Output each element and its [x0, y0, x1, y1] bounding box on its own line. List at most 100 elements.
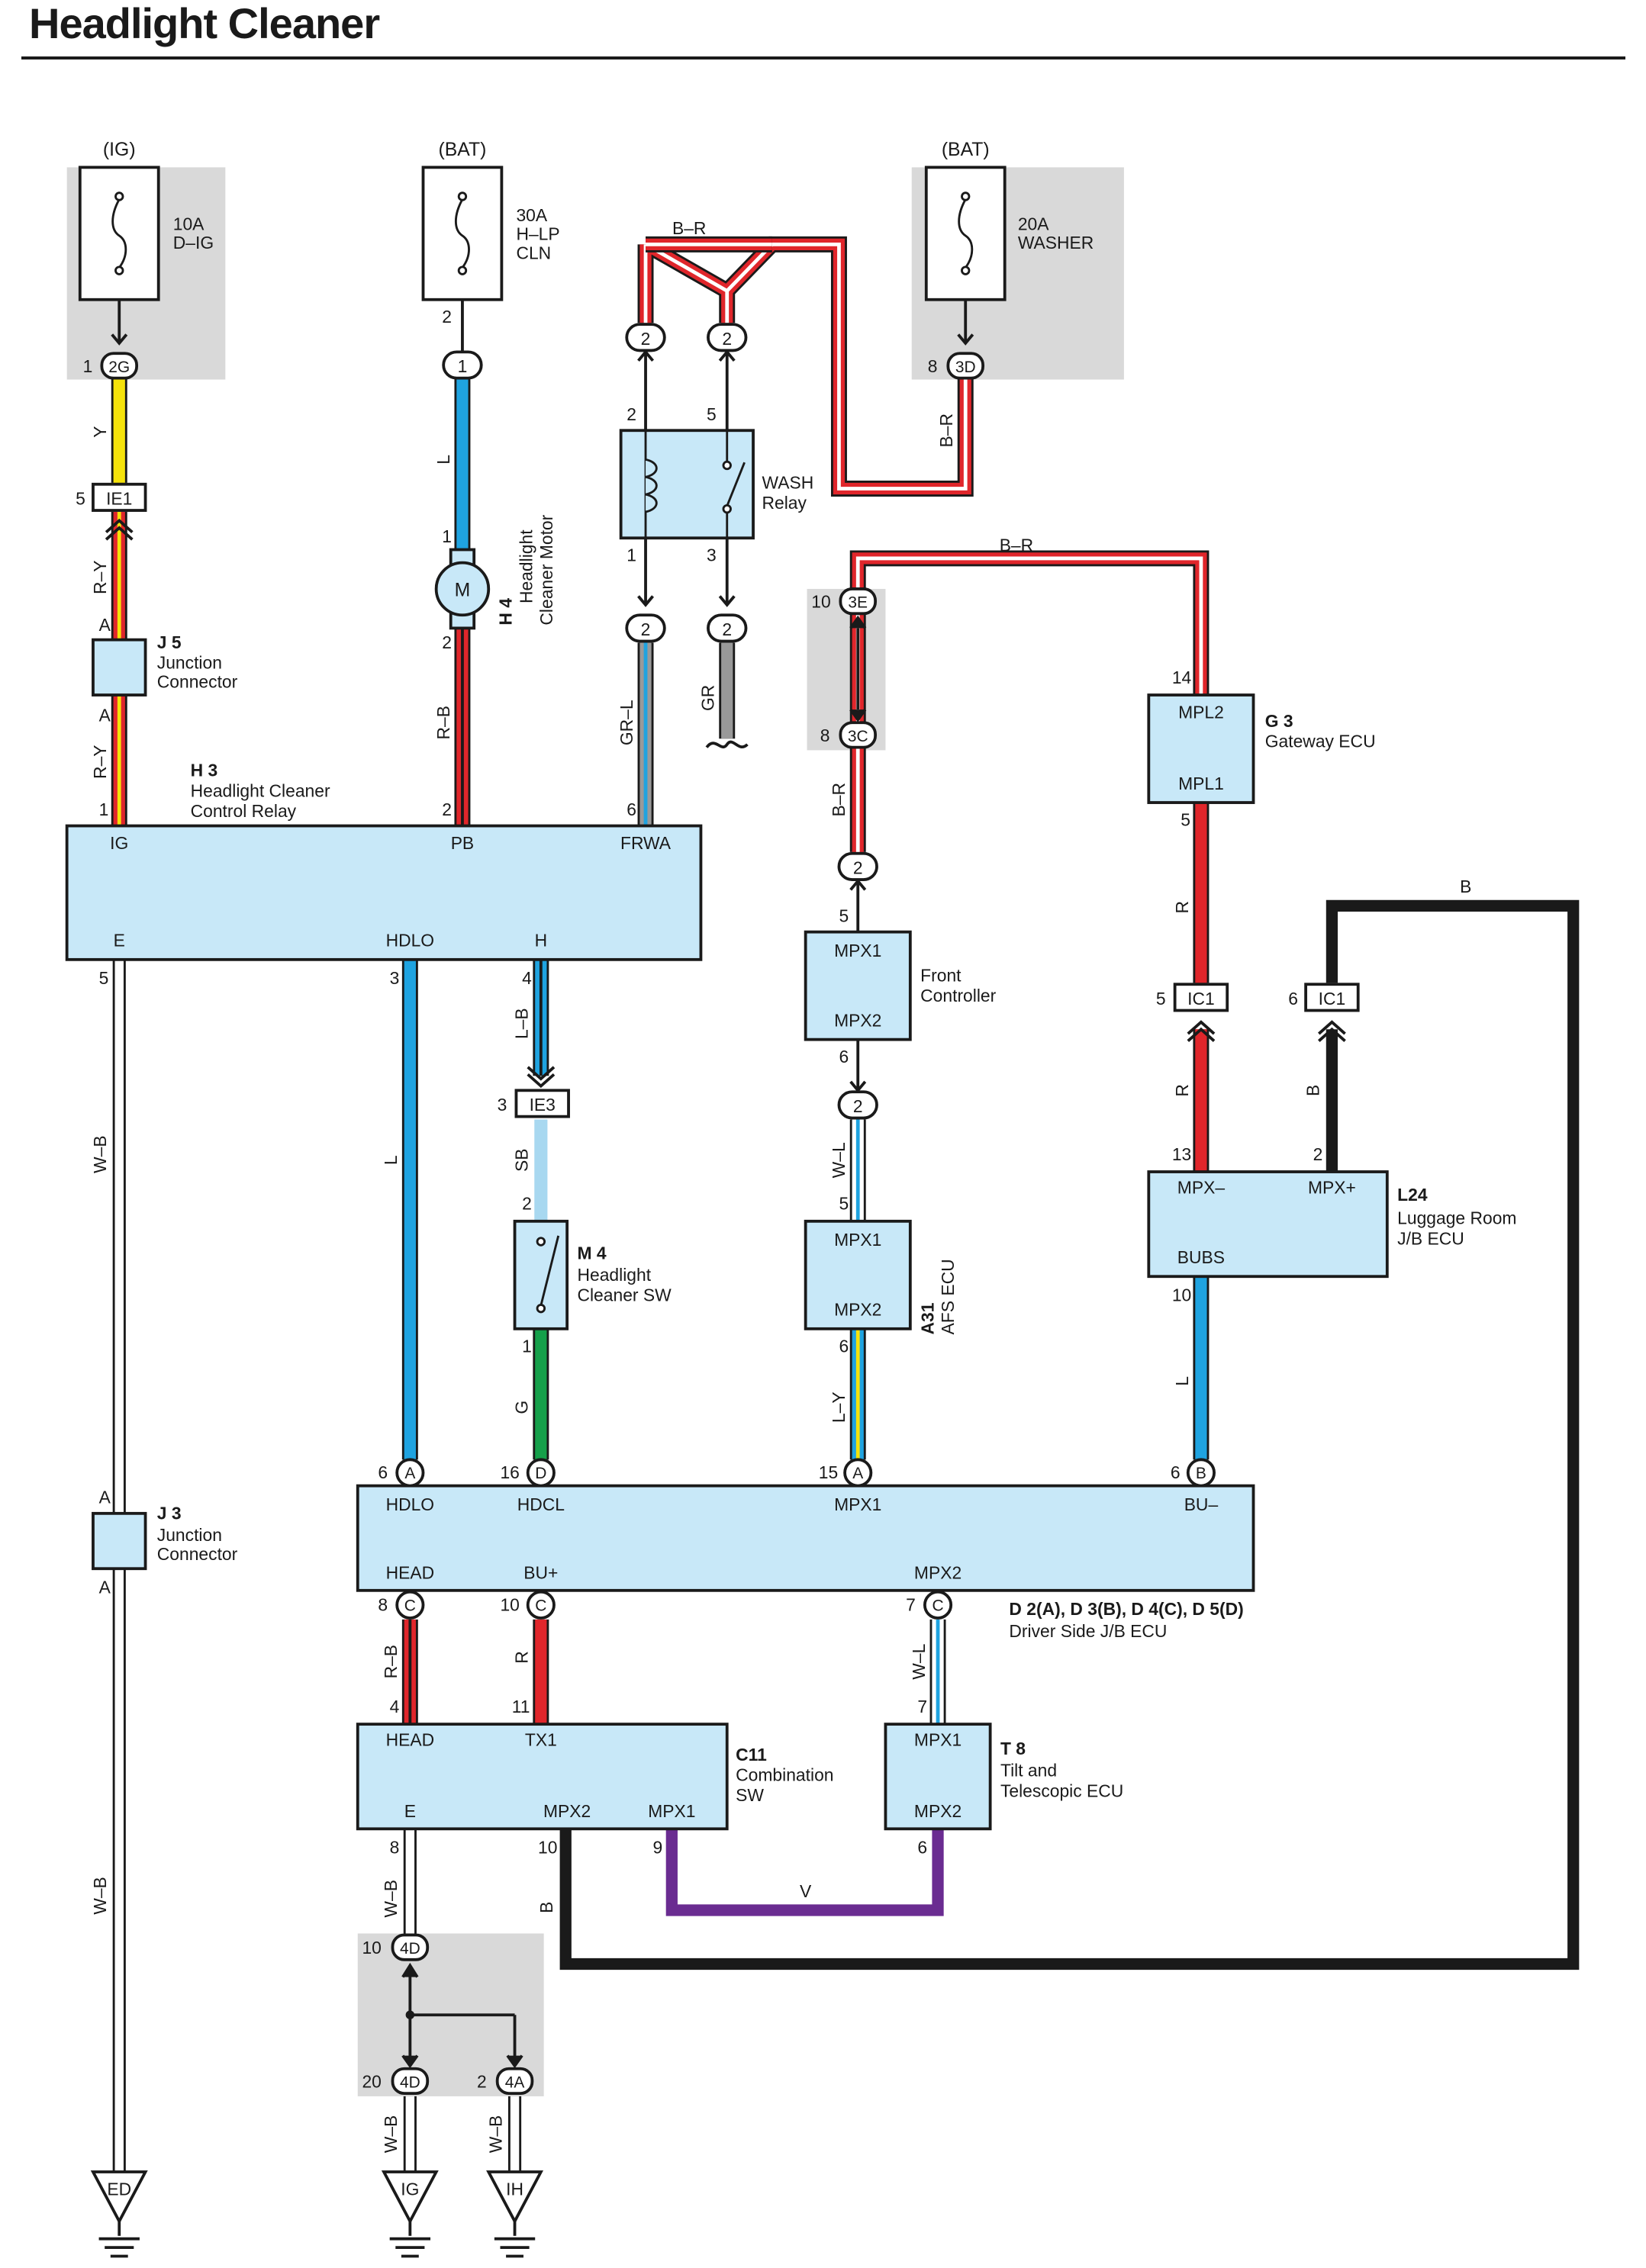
h3-id: H 3	[191, 761, 218, 780]
connector-relay-2-d	[707, 613, 748, 643]
wire-label-b-r-washer: B–R	[936, 413, 956, 447]
connector-4d-top-label: 4D	[400, 1940, 420, 1958]
d2-pin-num-6b: 6	[1171, 1462, 1181, 1482]
connector-d2-c-head-label: C	[404, 1597, 416, 1614]
front-line1: Front	[920, 965, 962, 985]
connector-d2-a-hdlo-label: A	[404, 1465, 415, 1482]
front-pin-mpx2: MPX2	[834, 1010, 881, 1030]
l24-pin-bubs: BUBS	[1177, 1247, 1225, 1267]
l24-line1: Luggage Room	[1397, 1208, 1516, 1228]
front-bottom-arrow	[849, 1080, 867, 1093]
h3-pin-pb: PB	[451, 833, 475, 853]
d2-pin-mpx2: MPX2	[914, 1563, 962, 1583]
connector-d2-a-mpx1-label: A	[852, 1465, 863, 1482]
connector-d2-c-mpx2	[923, 1590, 953, 1620]
wire-label-w-l-1: W–L	[829, 1142, 849, 1178]
j5-pin-bottom: A	[99, 705, 111, 725]
connector-d2-c-bu-label: C	[535, 1597, 546, 1614]
wire-label-b-r-gateway: B–R	[1000, 535, 1033, 555]
wire-label-l-1: L	[433, 455, 453, 465]
connector-ic1-b	[1304, 983, 1360, 1012]
motor-pin-2: 2	[442, 632, 452, 652]
d2-pin-num-15: 15	[819, 1462, 838, 1482]
m4-line2: Cleaner SW	[577, 1285, 672, 1305]
c11-line1: Combination	[736, 1765, 833, 1784]
t8-pin-num-6: 6	[917, 1838, 927, 1858]
c11-pin-num-9: 9	[653, 1838, 663, 1858]
wire-label-v: V	[800, 1881, 812, 1901]
a31-id: A31	[917, 1302, 937, 1334]
fuse-20a-name: WASHER	[1018, 233, 1094, 253]
c11-id: C11	[736, 1745, 767, 1765]
connector-3d	[946, 352, 985, 380]
connector-ic1-r	[1173, 983, 1229, 1012]
connector-front-2-top-label: 2	[853, 857, 863, 877]
h3-pin-frwa: FRWA	[620, 833, 672, 853]
front-line2: Controller	[920, 986, 996, 1005]
h4-motor-symbol: M	[455, 580, 471, 600]
t8-pin-mpx2: MPX2	[914, 1801, 962, 1821]
a31-pin-mpx2: MPX2	[834, 1300, 881, 1320]
ground-ed	[90, 2170, 148, 2258]
gateway-pin-14: 14	[1172, 668, 1192, 687]
connector-d2-a-hdlo	[395, 1458, 425, 1488]
c11-line2: SW	[736, 1785, 764, 1805]
connector-d2-c-mpx2-label: C	[932, 1597, 943, 1614]
connector-d2-c-bu	[526, 1590, 556, 1620]
j5-pin-top: A	[99, 615, 111, 635]
t8-line2: Telescopic ECU	[1000, 1781, 1123, 1800]
connector-1-label: 1	[458, 356, 468, 376]
j5-line2: Connector	[157, 672, 238, 692]
wire-label-b-2: B	[1303, 1085, 1322, 1096]
relay-top-arrow-b	[718, 349, 736, 362]
d2-pin-num-7: 7	[906, 1594, 916, 1614]
connector-ie3-pin: 3	[498, 1095, 507, 1115]
connector-4d-bottom	[391, 2067, 430, 2096]
wire-label-r-b-1: R–B	[433, 706, 453, 739]
j3-line1: Junction	[157, 1525, 222, 1545]
title-rule	[21, 56, 1625, 60]
connector-4d-top	[391, 1933, 430, 1961]
wash-relay-line1: WASH	[762, 472, 813, 492]
h4-line1: Headlight	[516, 529, 536, 603]
wire-gr	[705, 642, 749, 748]
h4-headlight-cleaner-motor	[434, 548, 491, 630]
connector-ie1-pin: 5	[76, 488, 85, 508]
relay-pin-5: 5	[707, 404, 717, 424]
d2-pin-bu-minus: BU–	[1184, 1494, 1219, 1514]
connector-2g-pin: 1	[83, 356, 93, 376]
j3-pin-top: A	[99, 1487, 111, 1507]
connector-3d-pin: 8	[928, 356, 938, 376]
h3-pin-e: E	[114, 931, 125, 951]
afs-pin-5: 5	[839, 1194, 849, 1214]
wire-label-r-3: R	[512, 1651, 532, 1664]
fuse-10a-name: D–IG	[173, 233, 214, 253]
connector-2g	[100, 352, 139, 380]
l24-luggage-room-jb-ecu	[1147, 1170, 1389, 1279]
wire-b-r-washer	[637, 236, 974, 497]
wire-b-loop	[559, 899, 1580, 1970]
wire-label-r-y-1: R–Y	[90, 560, 110, 594]
a31-line1: AFS ECU	[938, 1259, 958, 1334]
connector-2g-label: 2G	[108, 359, 130, 376]
c11-combination-switch	[356, 1723, 729, 1831]
wire-label-r-y-2: R–Y	[90, 745, 110, 778]
connector-4d-bottom-label: 4D	[400, 2073, 420, 2091]
page-title: Headlight Cleaner	[29, 0, 380, 47]
connector-ic1-r-pin: 5	[1156, 989, 1166, 1009]
front-pin-mpx1: MPX1	[834, 941, 881, 960]
m4-id: M 4	[577, 1243, 606, 1263]
fuse-30a-name2: CLN	[516, 243, 551, 262]
h3-line2: Control Relay	[191, 801, 297, 821]
connector-4a-label: 4A	[505, 2073, 525, 2091]
h4-id: H 4	[496, 598, 516, 626]
connector-ie3-label: IE3	[530, 1095, 556, 1115]
c11-pin-num-11: 11	[512, 1697, 530, 1716]
h3-pin-num-5: 5	[99, 968, 109, 988]
h3-pin-hdlo: HDLO	[386, 931, 435, 951]
connector-3c-pin: 8	[820, 725, 830, 745]
connector-3d-label: 3D	[955, 359, 976, 376]
wire-label-r-b-2: R–B	[381, 1645, 401, 1678]
relay-arrow-3	[718, 595, 736, 607]
connector-ie1	[92, 482, 147, 512]
